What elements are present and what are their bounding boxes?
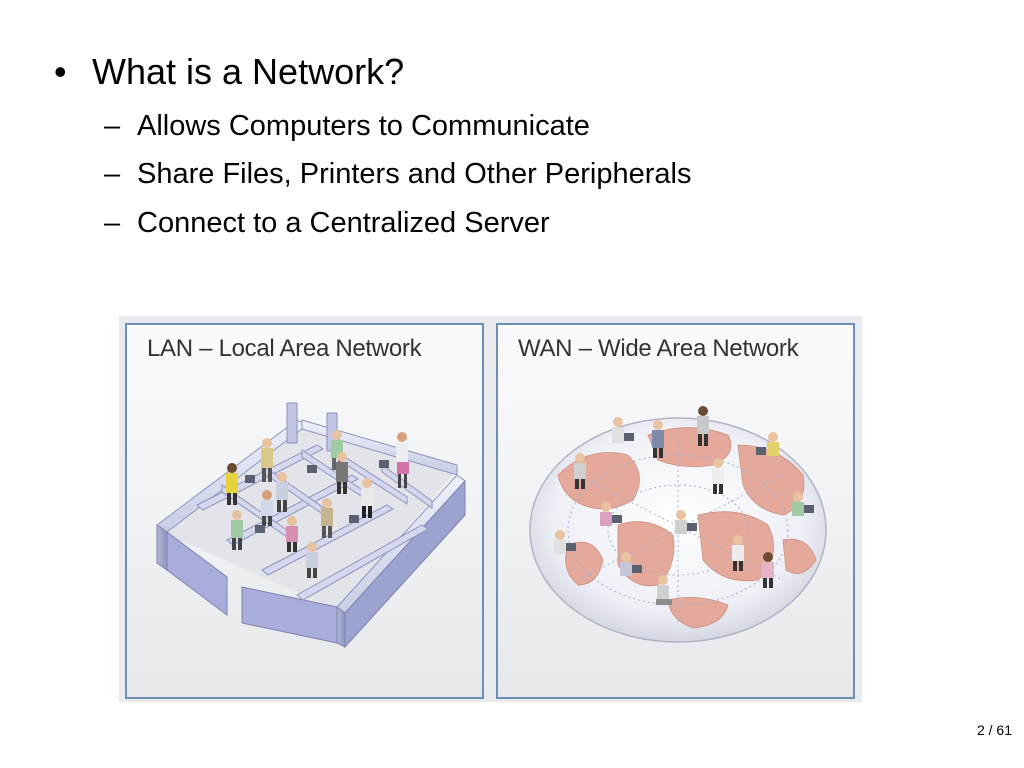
dash-symbol: –	[104, 110, 121, 142]
network-types-figure: LAN – Local Area Network	[119, 316, 862, 702]
sub-bullet-text: Share Files, Printers and Other Peripher…	[137, 158, 692, 190]
sub-bullet: –Allows Computers to Communicate	[104, 108, 590, 144]
dash-symbol: –	[104, 158, 121, 190]
sub-bullet-text: Connect to a Centralized Server	[137, 207, 550, 239]
sub-bullet: –Connect to a Centralized Server	[104, 205, 550, 241]
sub-bullet: –Share Files, Printers and Other Periphe…	[104, 156, 691, 192]
lan-title: LAN – Local Area Network	[147, 335, 422, 362]
main-bullet-text: What is a Network?	[92, 51, 405, 92]
sub-bullet-text: Allows Computers to Communicate	[137, 110, 590, 142]
wan-globe-illustration	[529, 406, 827, 643]
people-figures	[226, 430, 409, 578]
lan-office-illustration	[156, 402, 466, 649]
main-bullet: • What is a Network?	[54, 50, 404, 94]
lan-panel: LAN – Local Area Network	[125, 323, 484, 699]
page-number: 2 / 61	[976, 722, 1012, 738]
wan-title: WAN – Wide Area Network	[518, 335, 799, 362]
wan-panel: WAN – Wide Area Network	[496, 323, 855, 699]
dash-symbol: –	[104, 207, 121, 239]
bullet-symbol: •	[54, 51, 67, 92]
people-figures	[554, 406, 814, 605]
